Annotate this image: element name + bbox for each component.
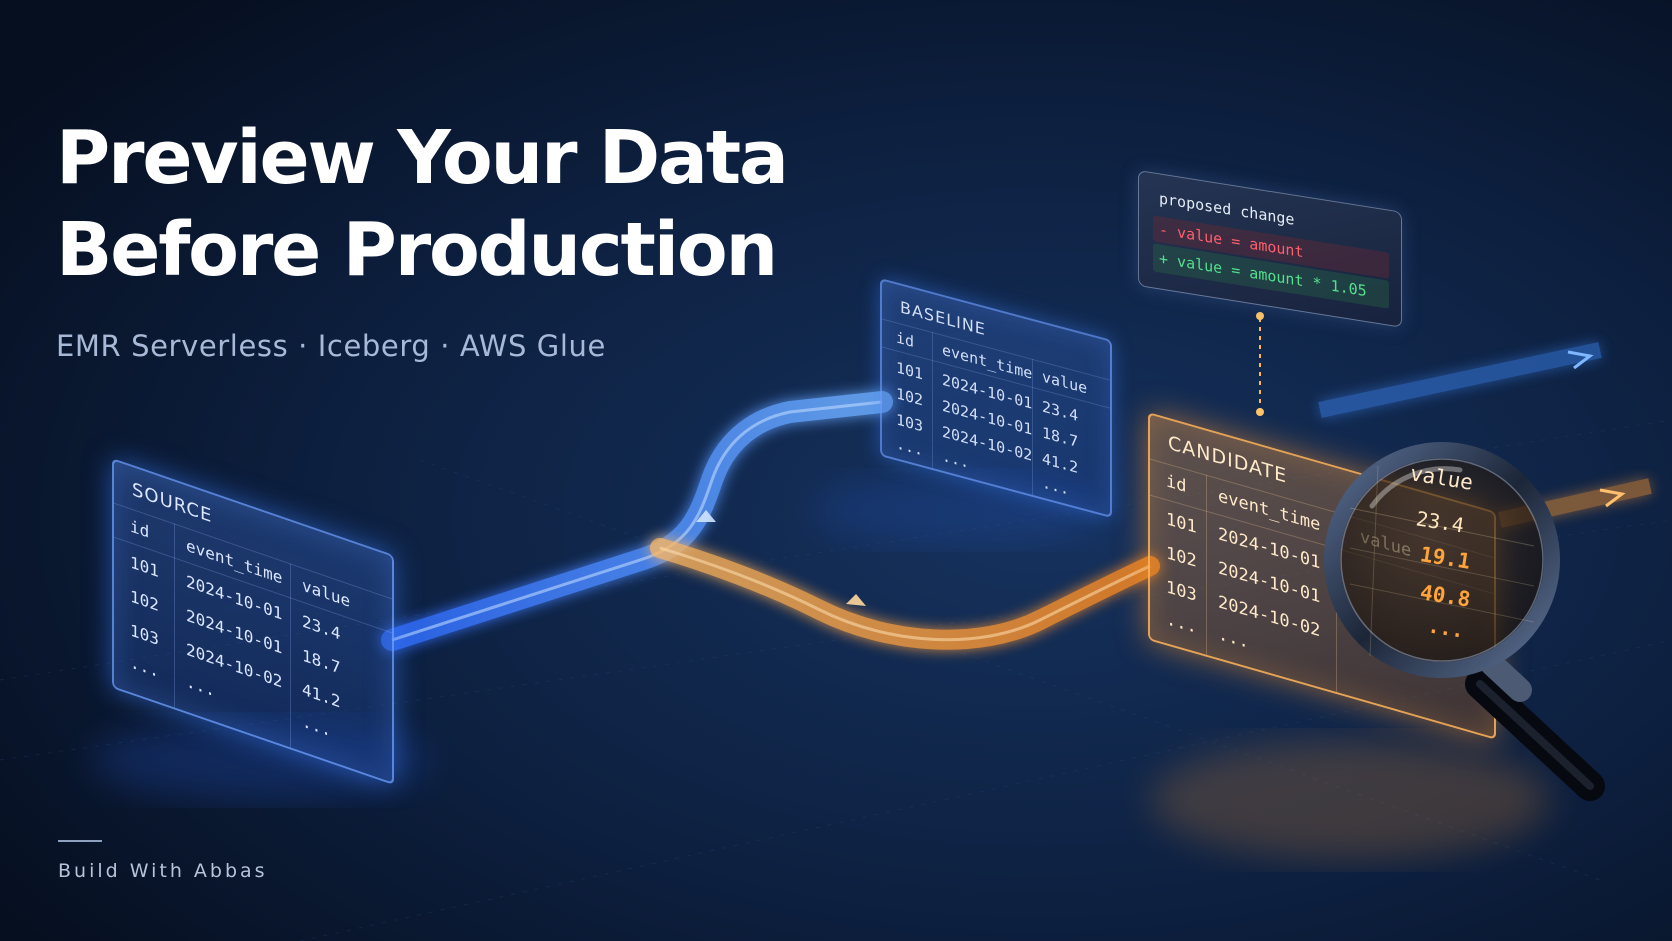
candidate-cell: 101 bbox=[1166, 509, 1197, 538]
source-cell: ... bbox=[186, 671, 215, 701]
baseline-cell: 23.4 bbox=[1042, 397, 1079, 426]
source-cell: 102 bbox=[130, 586, 159, 616]
title-line-1: Preview Your Data bbox=[56, 115, 789, 201]
source-cell: 103 bbox=[130, 620, 159, 650]
footer-brand: Build With Abbas bbox=[58, 860, 268, 882]
baseline-cell: ... bbox=[1042, 473, 1070, 499]
baseline-cell: 102 bbox=[896, 384, 924, 410]
baseline-cell: 18.7 bbox=[1042, 423, 1079, 452]
source-cell: ... bbox=[302, 711, 331, 741]
candidate-col-id: id bbox=[1166, 471, 1187, 498]
source-cell: 23.4 bbox=[302, 611, 341, 644]
title-line-2: Before Production bbox=[56, 207, 778, 293]
page-title: Preview Your Data Before Production bbox=[56, 112, 816, 296]
hero-block: Preview Your Data Before Production EMR … bbox=[56, 112, 816, 363]
arrow-right-icon bbox=[846, 594, 866, 606]
candidate-cell: ... bbox=[1218, 624, 1249, 653]
source-cell: ... bbox=[130, 652, 159, 682]
baseline-cell: ... bbox=[896, 434, 924, 460]
candidate-cell: ... bbox=[1166, 609, 1197, 638]
baseline-cell: 41.2 bbox=[1042, 449, 1079, 478]
source-cell: 18.7 bbox=[302, 645, 341, 678]
baseline-col-id: id bbox=[896, 328, 915, 352]
baseline-cell: 103 bbox=[896, 410, 924, 436]
candidate-cell: 102 bbox=[1166, 543, 1197, 572]
source-cell: 101 bbox=[130, 552, 159, 582]
subtitle: EMR Serverless · Iceberg · AWS Glue bbox=[56, 329, 606, 363]
baseline-cell: ... bbox=[942, 446, 970, 472]
source-col-id: id bbox=[130, 516, 150, 542]
footer-divider bbox=[58, 840, 102, 842]
source-cell: 41.2 bbox=[302, 679, 341, 712]
arrow-right-icon bbox=[1567, 350, 1594, 370]
arrow-right-icon bbox=[1599, 488, 1626, 508]
baseline-cell: 101 bbox=[896, 358, 924, 384]
arrow-right-icon bbox=[696, 510, 716, 522]
candidate-cell: 103 bbox=[1166, 577, 1197, 606]
